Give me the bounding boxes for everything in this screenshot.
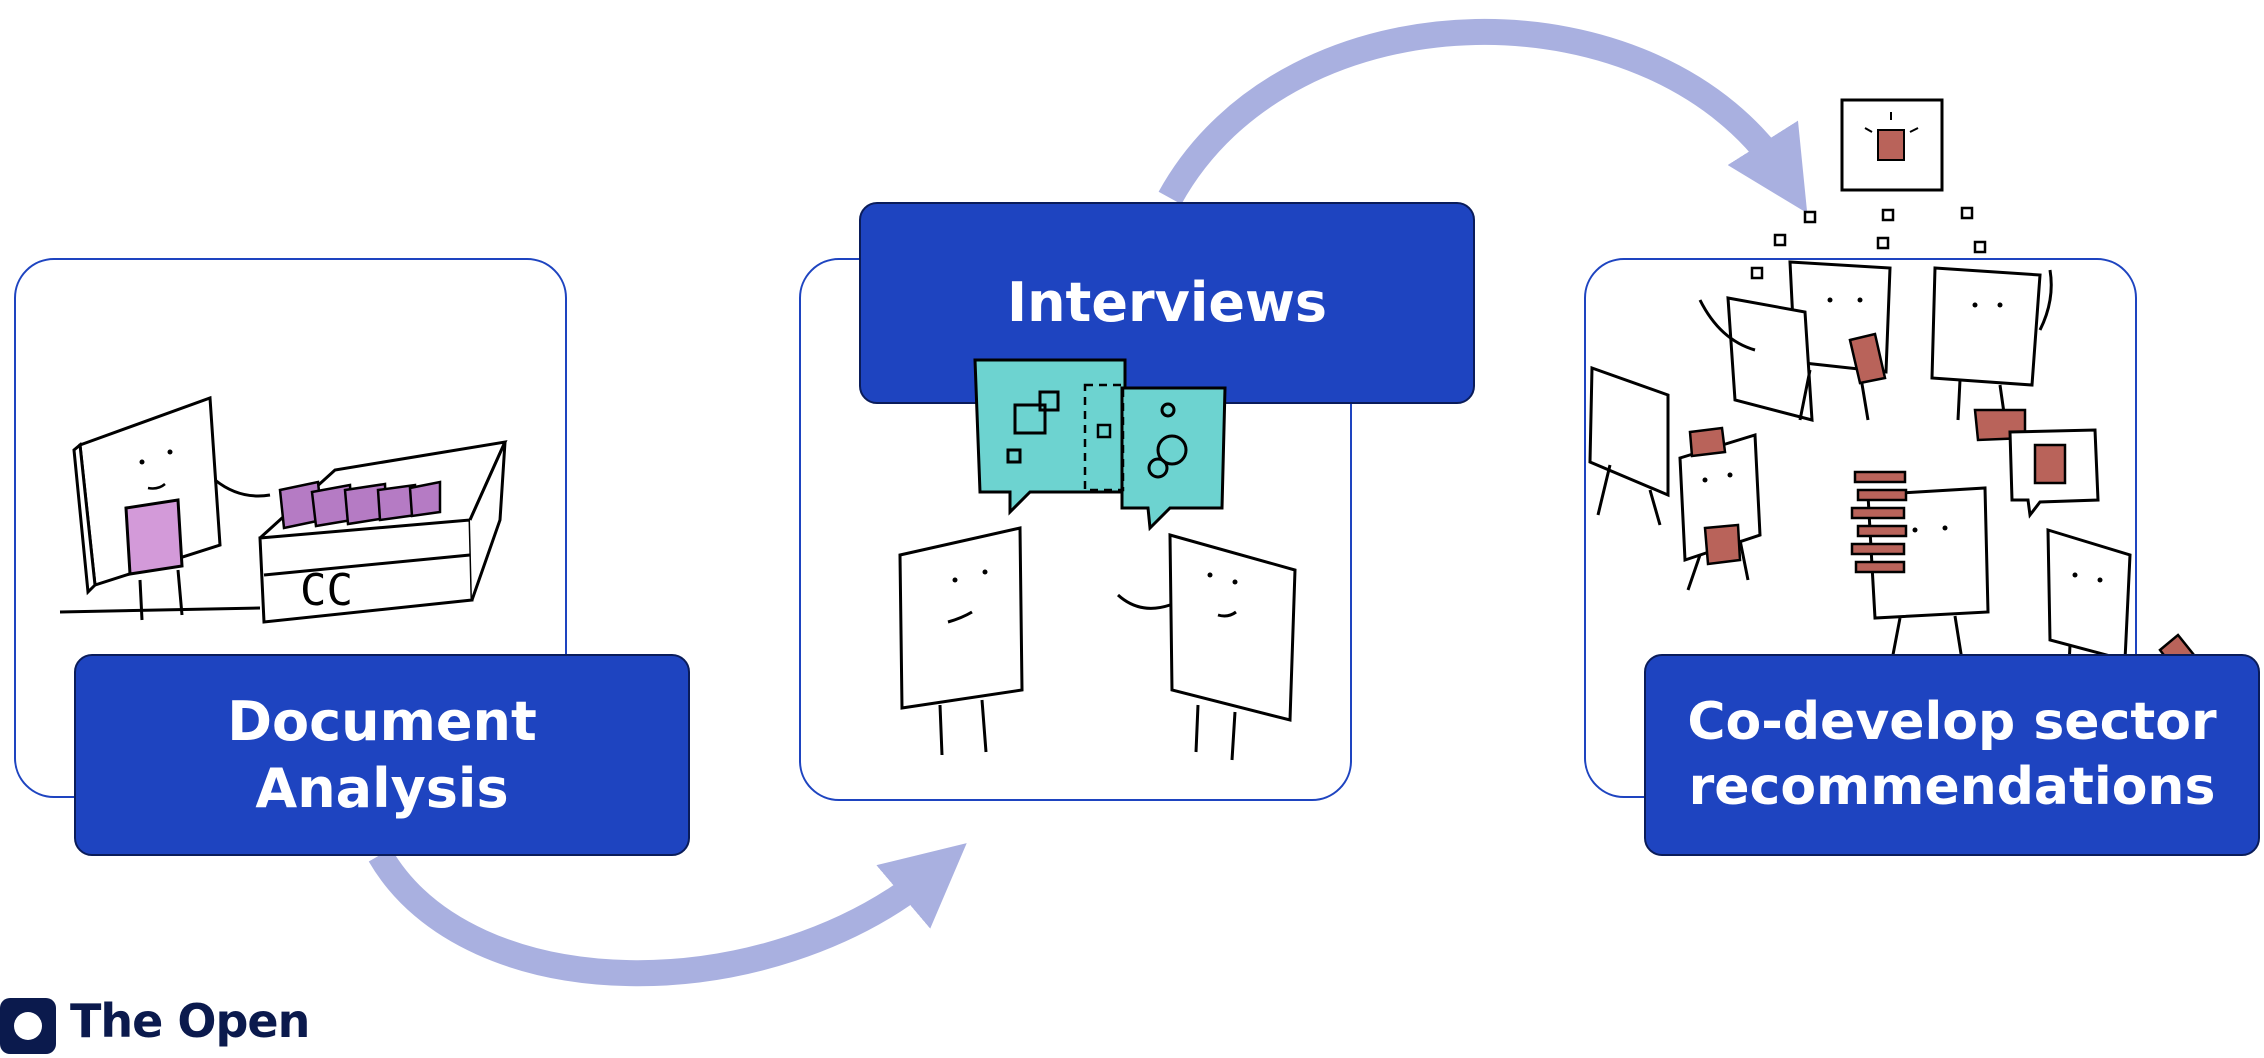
step-1-label: Document Analysis (74, 654, 690, 856)
step-2-label: Interviews (859, 202, 1475, 404)
curved-arrow-icon (1158, 19, 1808, 214)
step-3-label: Co-develop sector recommendations (1644, 654, 2260, 856)
step-3-label-line1: Co-develop sector (1687, 692, 2217, 752)
curved-arrow-icon (368, 843, 967, 987)
step-1-label-text: Document Analysis (227, 689, 537, 821)
logo: The Open (0, 994, 310, 1058)
logo-text: The Open (70, 994, 310, 1048)
step-2-label-text: Interviews (1007, 271, 1327, 335)
step-3-label-line2: recommendations (1688, 757, 2216, 817)
box-label: CC (300, 565, 353, 616)
logo-mark-icon (0, 998, 56, 1054)
